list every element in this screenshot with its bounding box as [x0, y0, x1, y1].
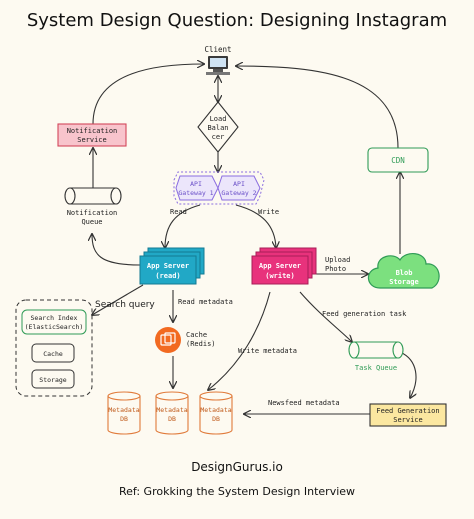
cache-redis-label-1: Cache — [186, 331, 207, 339]
diagram-title: System Design Question: Designing Instag… — [27, 10, 447, 31]
edge-gateway-write — [235, 204, 276, 248]
notification-queue-label-2: Queue — [81, 218, 102, 226]
search-index-label-1: Search Index — [31, 314, 78, 322]
app-read-label-2: (read) — [155, 272, 180, 280]
feed-generation-service: Feed Generation Service — [369, 403, 447, 427]
db3-label-1: Metadata — [200, 406, 231, 414]
edge-label-write-metadata: Write metadata — [238, 347, 297, 355]
notification-queue-label-1: Notification — [67, 209, 118, 217]
edge-label-read: Read — [170, 208, 187, 216]
db2-label-2: DB — [168, 415, 176, 423]
edge-notification-client — [92, 64, 204, 125]
api-gateway-2: API Gateway 2 — [217, 175, 261, 201]
task-queue: Task Queue — [348, 341, 404, 372]
task-queue-label: Task Queue — [355, 364, 397, 372]
lb-label-1: Load — [210, 115, 227, 123]
redis-icon — [160, 332, 176, 346]
search-index-label-2: (ElasticSearch) — [25, 323, 84, 331]
cdn-node: CDN — [367, 147, 429, 173]
edge-label-newsfeed-metadata: Newsfeed metadata — [268, 399, 340, 407]
edge-label-upload-1: Upload — [325, 256, 350, 264]
search-storage-label: Storage — [39, 376, 66, 384]
search-storage: Storage — [31, 369, 75, 389]
lb-label-3: cer — [212, 133, 225, 141]
feed-gen-label-1: Feed Generation — [376, 407, 439, 415]
blob-storage: Blob Storage — [367, 253, 440, 289]
edge-label-upload-2: Photo — [325, 265, 346, 273]
gateway-1-label-1: API — [190, 180, 202, 188]
cache-redis-label-2: (Redis) — [186, 340, 216, 348]
edge-task-feed — [399, 351, 416, 398]
db1-label-1: Metadata — [108, 406, 139, 414]
load-balancer: Load Balan cer — [197, 101, 239, 153]
client-node: Client — [204, 45, 232, 75]
edge-gateway-read — [165, 204, 201, 248]
computer-icon — [206, 56, 230, 75]
gateway-2-label-2: Gateway 2 — [221, 189, 256, 197]
edge-cdn-client — [236, 66, 399, 149]
metadata-db-1: Metadata DB — [107, 391, 141, 435]
edge-read-search — [92, 284, 144, 315]
app-server-write: App Server (write) — [251, 247, 317, 285]
notification-service: Notification Service — [57, 123, 127, 147]
blob-label-1: Blob — [396, 269, 413, 277]
edge-label-write: Write — [258, 208, 279, 216]
edge-read-queue — [92, 234, 141, 266]
gateway-2-label-1: API — [233, 180, 245, 188]
api-gateway-group: API Gateway 1 API Gateway 2 — [173, 171, 265, 205]
client-label: Client — [204, 45, 231, 54]
metadata-db-3: Metadata DB — [199, 391, 233, 435]
api-gateway-1: API Gateway 1 — [175, 175, 219, 201]
db1-label-2: DB — [120, 415, 128, 423]
cdn-label: CDN — [391, 156, 405, 165]
cache-redis: Cache (Redis) — [155, 327, 216, 353]
app-read-label-1: App Server — [147, 262, 189, 270]
notification-service-label-2: Service — [77, 136, 107, 144]
search-cache: Cache — [31, 343, 75, 363]
notification-service-label-1: Notification — [67, 127, 118, 135]
search-cache-label: Cache — [43, 350, 63, 358]
edge-label-search-query: Search query — [95, 300, 155, 310]
edge-write-db — [208, 291, 271, 390]
feed-gen-label-2: Service — [393, 416, 423, 424]
footer-ref: Ref: Grokking the System Design Intervie… — [119, 485, 355, 498]
edge-label-feed-task: Feed generation task — [322, 310, 407, 318]
notification-queue: Notification Queue — [64, 187, 122, 226]
blob-label-2: Storage — [389, 278, 419, 286]
lb-label-2: Balan — [207, 124, 228, 132]
search-index: Search Index (ElasticSearch) — [21, 309, 87, 335]
edge-write-task — [299, 291, 352, 342]
app-write-label-1: App Server — [259, 262, 301, 270]
db2-label-1: Metadata — [156, 406, 187, 414]
db3-label-2: DB — [212, 415, 220, 423]
metadata-db-group: Metadata DB Metadata DB Metadata DB — [107, 391, 233, 435]
search-group: Search Index (ElasticSearch) Cache Stora… — [15, 299, 93, 397]
metadata-db-2: Metadata DB — [155, 391, 189, 435]
edge-label-read-metadata: Read metadata — [178, 298, 233, 306]
footer-brand: DesignGurus.io — [191, 460, 283, 474]
gateway-1-label-2: Gateway 1 — [178, 189, 213, 197]
app-server-read: App Server (read) — [139, 247, 205, 285]
app-write-label-2: (write) — [265, 272, 295, 280]
